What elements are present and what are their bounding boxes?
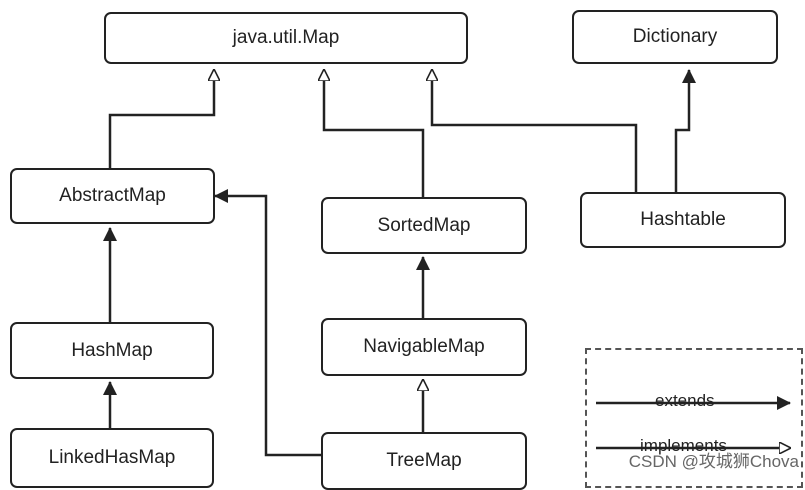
- node-navigable-map: NavigableMap: [321, 318, 527, 376]
- relationship-diagram: [103, 69, 791, 457]
- node-abstract-map-label: AbstractMap: [59, 185, 166, 206]
- node-map: java.util.Map: [104, 12, 468, 64]
- node-sorted-map: SortedMap: [321, 197, 527, 254]
- node-abstract-map: AbstractMap: [10, 168, 215, 224]
- node-linked-hash-map-label: LinkedHasMap: [48, 447, 176, 468]
- node-tree-map: TreeMap: [321, 432, 527, 490]
- node-dictionary-label: Dictionary: [632, 26, 718, 47]
- node-map-label: java.util.Map: [232, 27, 340, 48]
- legend-extends-label: extends: [655, 391, 715, 410]
- watermark: CSDN @攻城狮Chova: [628, 452, 799, 471]
- node-dictionary: Dictionary: [572, 10, 778, 64]
- node-hash-map-label: HashMap: [71, 339, 153, 361]
- node-hash-map: HashMap: [10, 322, 214, 379]
- edge-hashtable-to-dictionary: [674, 69, 696, 192]
- node-linked-hash-map: LinkedHasMap: [10, 428, 214, 488]
- edge-hashtable-to-map: [432, 70, 638, 192]
- node-hashtable-label: Hashtable: [640, 209, 726, 230]
- node-tree-map-label: TreeMap: [386, 450, 462, 471]
- legend-implements-label: implements: [640, 436, 727, 455]
- edge-treemap-to-abstractmap: [214, 189, 322, 457]
- edge-sortedmap-to-map: [324, 70, 425, 197]
- node-navigable-map-label: NavigableMap: [363, 336, 485, 357]
- node-sorted-map-label: SortedMap: [377, 214, 471, 236]
- node-hashtable: Hashtable: [580, 192, 786, 248]
- edge-abstractmap-to-map: [108, 70, 214, 168]
